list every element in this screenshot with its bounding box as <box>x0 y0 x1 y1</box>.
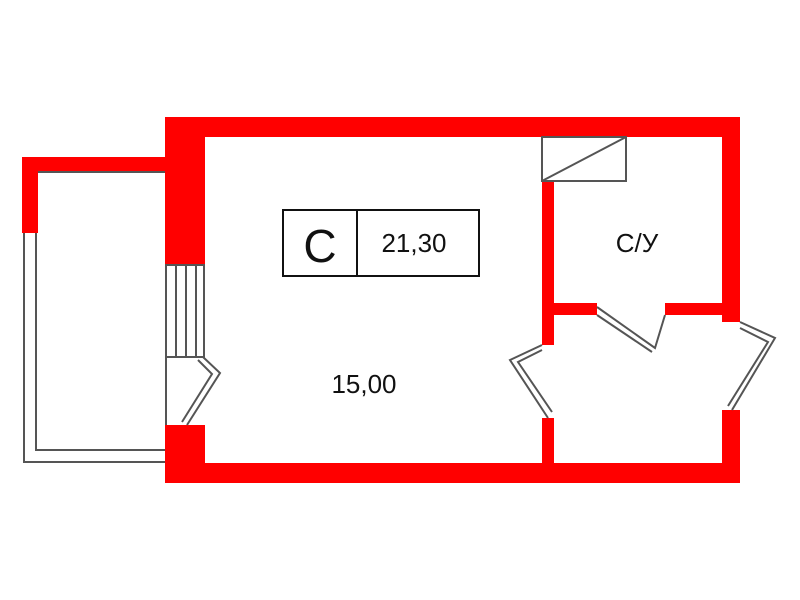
wall-right-upper <box>722 117 740 322</box>
bathroom-wall-left <box>542 180 554 310</box>
balcony-inner-outline <box>35 171 167 451</box>
corridor-door-left <box>508 344 553 419</box>
bathroom-door <box>596 306 666 353</box>
wall-top <box>165 117 740 137</box>
balcony-door <box>181 356 222 426</box>
wall-left-upper <box>165 117 205 265</box>
apartment-info-box: С 21,30 <box>282 209 480 277</box>
balcony-wall-top <box>22 157 168 171</box>
main-room-area: 15,00 <box>331 369 396 399</box>
entrance-door-leaf <box>731 321 777 411</box>
bathroom-label: С/У <box>616 228 659 258</box>
corridor-wall-stub-bottom <box>542 418 554 468</box>
balcony <box>22 157 168 463</box>
window <box>165 264 205 358</box>
balcony-outer-outline <box>23 159 167 463</box>
ventilation-shaft-box <box>541 136 627 182</box>
corridor-wall-stub-top <box>542 315 554 345</box>
wall-right-lower <box>722 410 740 483</box>
outer-walls <box>165 117 740 483</box>
bathroom-walls <box>542 180 725 468</box>
bathroom-door-leaf <box>596 306 666 350</box>
balcony-door-leaf <box>186 356 222 426</box>
apartment-info-frame <box>282 209 480 277</box>
balcony-wall-left <box>22 157 38 233</box>
ventilation-shaft <box>541 136 627 182</box>
bathroom-wall-bottom-right <box>665 303 725 315</box>
wall-bottom <box>165 463 740 483</box>
apartment-type-code: С <box>303 220 336 272</box>
corridor-door-left-leaf <box>508 344 549 419</box>
bathroom-wall-bottom-left <box>542 303 597 315</box>
apartment-total-area: 21,30 <box>381 228 446 258</box>
entrance-door <box>727 321 777 411</box>
